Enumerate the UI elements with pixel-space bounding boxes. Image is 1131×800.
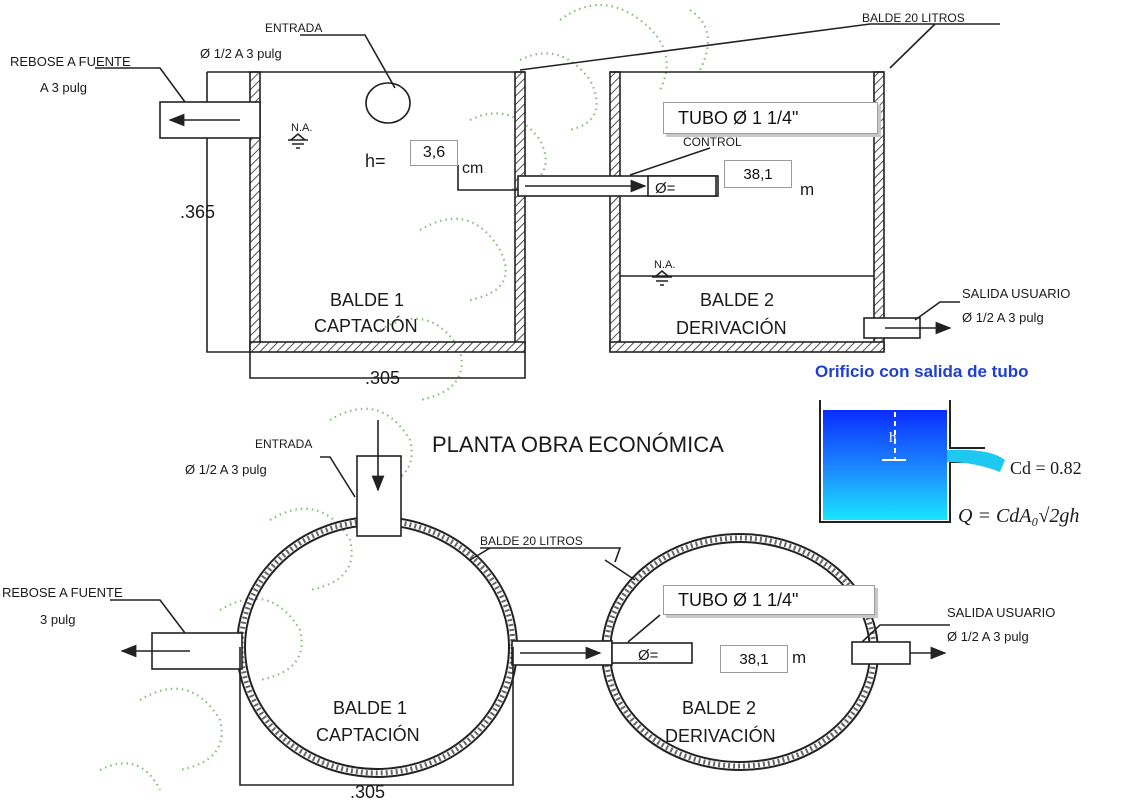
plan-balde20: BALDE 20 LITROS	[480, 534, 583, 548]
plan-tubo-label: TUBO Ø 1 1/4"	[678, 589, 799, 610]
plan-width-dim: .305	[350, 782, 385, 800]
plan-rebose-spec: 3 pulg	[40, 612, 75, 627]
elev-balde20: BALDE 20 LITROS	[862, 11, 965, 25]
inset-jet	[947, 449, 1005, 472]
elev-h-value-box: 3,6	[410, 140, 458, 166]
plan-entrada-title: ENTRADA	[255, 437, 312, 451]
plan-entrada-pipe	[356, 455, 402, 537]
balde1-bottom	[249, 341, 526, 353]
elev-salida-spec: Ø 1/2 A 3 pulg	[962, 310, 1044, 325]
plan-phi-unit: m	[792, 648, 806, 667]
elev-control-label: CONTROL	[683, 135, 742, 149]
inset-labels: Orificio con salida de tubo h Cd = 0.82 …	[815, 362, 1082, 527]
elev-h-value: 3,6	[422, 144, 446, 161]
elev-balde2-line1: BALDE 2	[700, 290, 774, 310]
elev-width-dim: .305	[365, 368, 400, 388]
elev-tubo-label: TUBO Ø 1 1/4"	[678, 107, 799, 128]
plan-balde2-line1: BALDE 2	[682, 698, 756, 718]
plan-labels: PLANTA OBRA ECONÓMICA ENTRADA Ø 1/2 A 3 …	[2, 432, 1055, 800]
plan-title: PLANTA OBRA ECONÓMICA	[432, 432, 724, 457]
elev-rebose-title: REBOSE A FUENTE	[10, 54, 131, 69]
elev-phi-value: 38,1	[743, 165, 773, 183]
plan-tubo-label-box: TUBO Ø 1 1/4"	[663, 585, 875, 615]
inset-cd: Cd = 0.82	[1010, 458, 1082, 478]
elev-na-right: N.A.	[654, 259, 675, 271]
orifice-inset	[819, 400, 1005, 523]
elev-h-label: h=	[365, 151, 386, 171]
plan-balde1-line2: CAPTACIÓN	[316, 724, 420, 745]
elev-tubo-label-box: TUBO Ø 1 1/4"	[663, 102, 878, 134]
plan-entrada-spec: Ø 1/2 A 3 pulg	[185, 462, 267, 477]
plan-phi-value-box: 38,1	[720, 645, 788, 673]
plan-balde1-line1: BALDE 1	[333, 698, 407, 718]
inset-title: Orificio con salida de tubo	[815, 362, 1028, 381]
plan-view	[110, 420, 950, 786]
plan-phi-label: Ø=	[638, 647, 659, 664]
elev-entrada-title: ENTRADA	[265, 21, 322, 35]
elev-phi-unit: m	[800, 180, 814, 199]
plan-salida-spec: Ø 1/2 A 3 pulg	[947, 629, 1029, 644]
plan-salida-title: SALIDA USUARIO	[947, 605, 1055, 620]
inset-formula: Q = CdA₀√2gh	[958, 505, 1079, 527]
balde1-right-wall	[514, 71, 526, 351]
elev-balde1-line1: BALDE 1	[330, 290, 404, 310]
plan-balde2-line2: DERIVACIÓN	[665, 725, 776, 746]
elev-height-dim: .365	[180, 202, 215, 222]
elev-salida-title: SALIDA USUARIO	[962, 286, 1070, 301]
inset-water	[823, 410, 947, 520]
elev-na-left: N.A.	[291, 122, 312, 134]
inset-h-label: h	[889, 430, 897, 446]
elevation-labels: ENTRADA Ø 1/2 A 3 pulg REBOSE A FUENTE A…	[10, 11, 1070, 388]
entrada-pipe-section	[365, 82, 411, 124]
plan-rebose-title: REBOSE A FUENTE	[2, 585, 123, 600]
elev-balde1-line2: CAPTACIÓN	[314, 315, 418, 336]
balde2-left-wall	[609, 71, 621, 351]
elev-balde2-line2: DERIVACIÓN	[676, 317, 787, 338]
elev-phi-label: Ø=	[655, 180, 676, 197]
plan-salida-pipe	[851, 641, 911, 665]
balde2-bottom	[609, 341, 885, 353]
elev-phi-value-box: 38,1	[724, 160, 792, 188]
elevation-view	[95, 23, 1000, 379]
elev-entrada-spec: Ø 1/2 A 3 pulg	[200, 46, 282, 61]
elev-rebose-spec: A 3 pulg	[40, 80, 87, 95]
plan-phi-value: 38,1	[739, 650, 769, 668]
elev-h-unit: cm	[462, 160, 483, 177]
